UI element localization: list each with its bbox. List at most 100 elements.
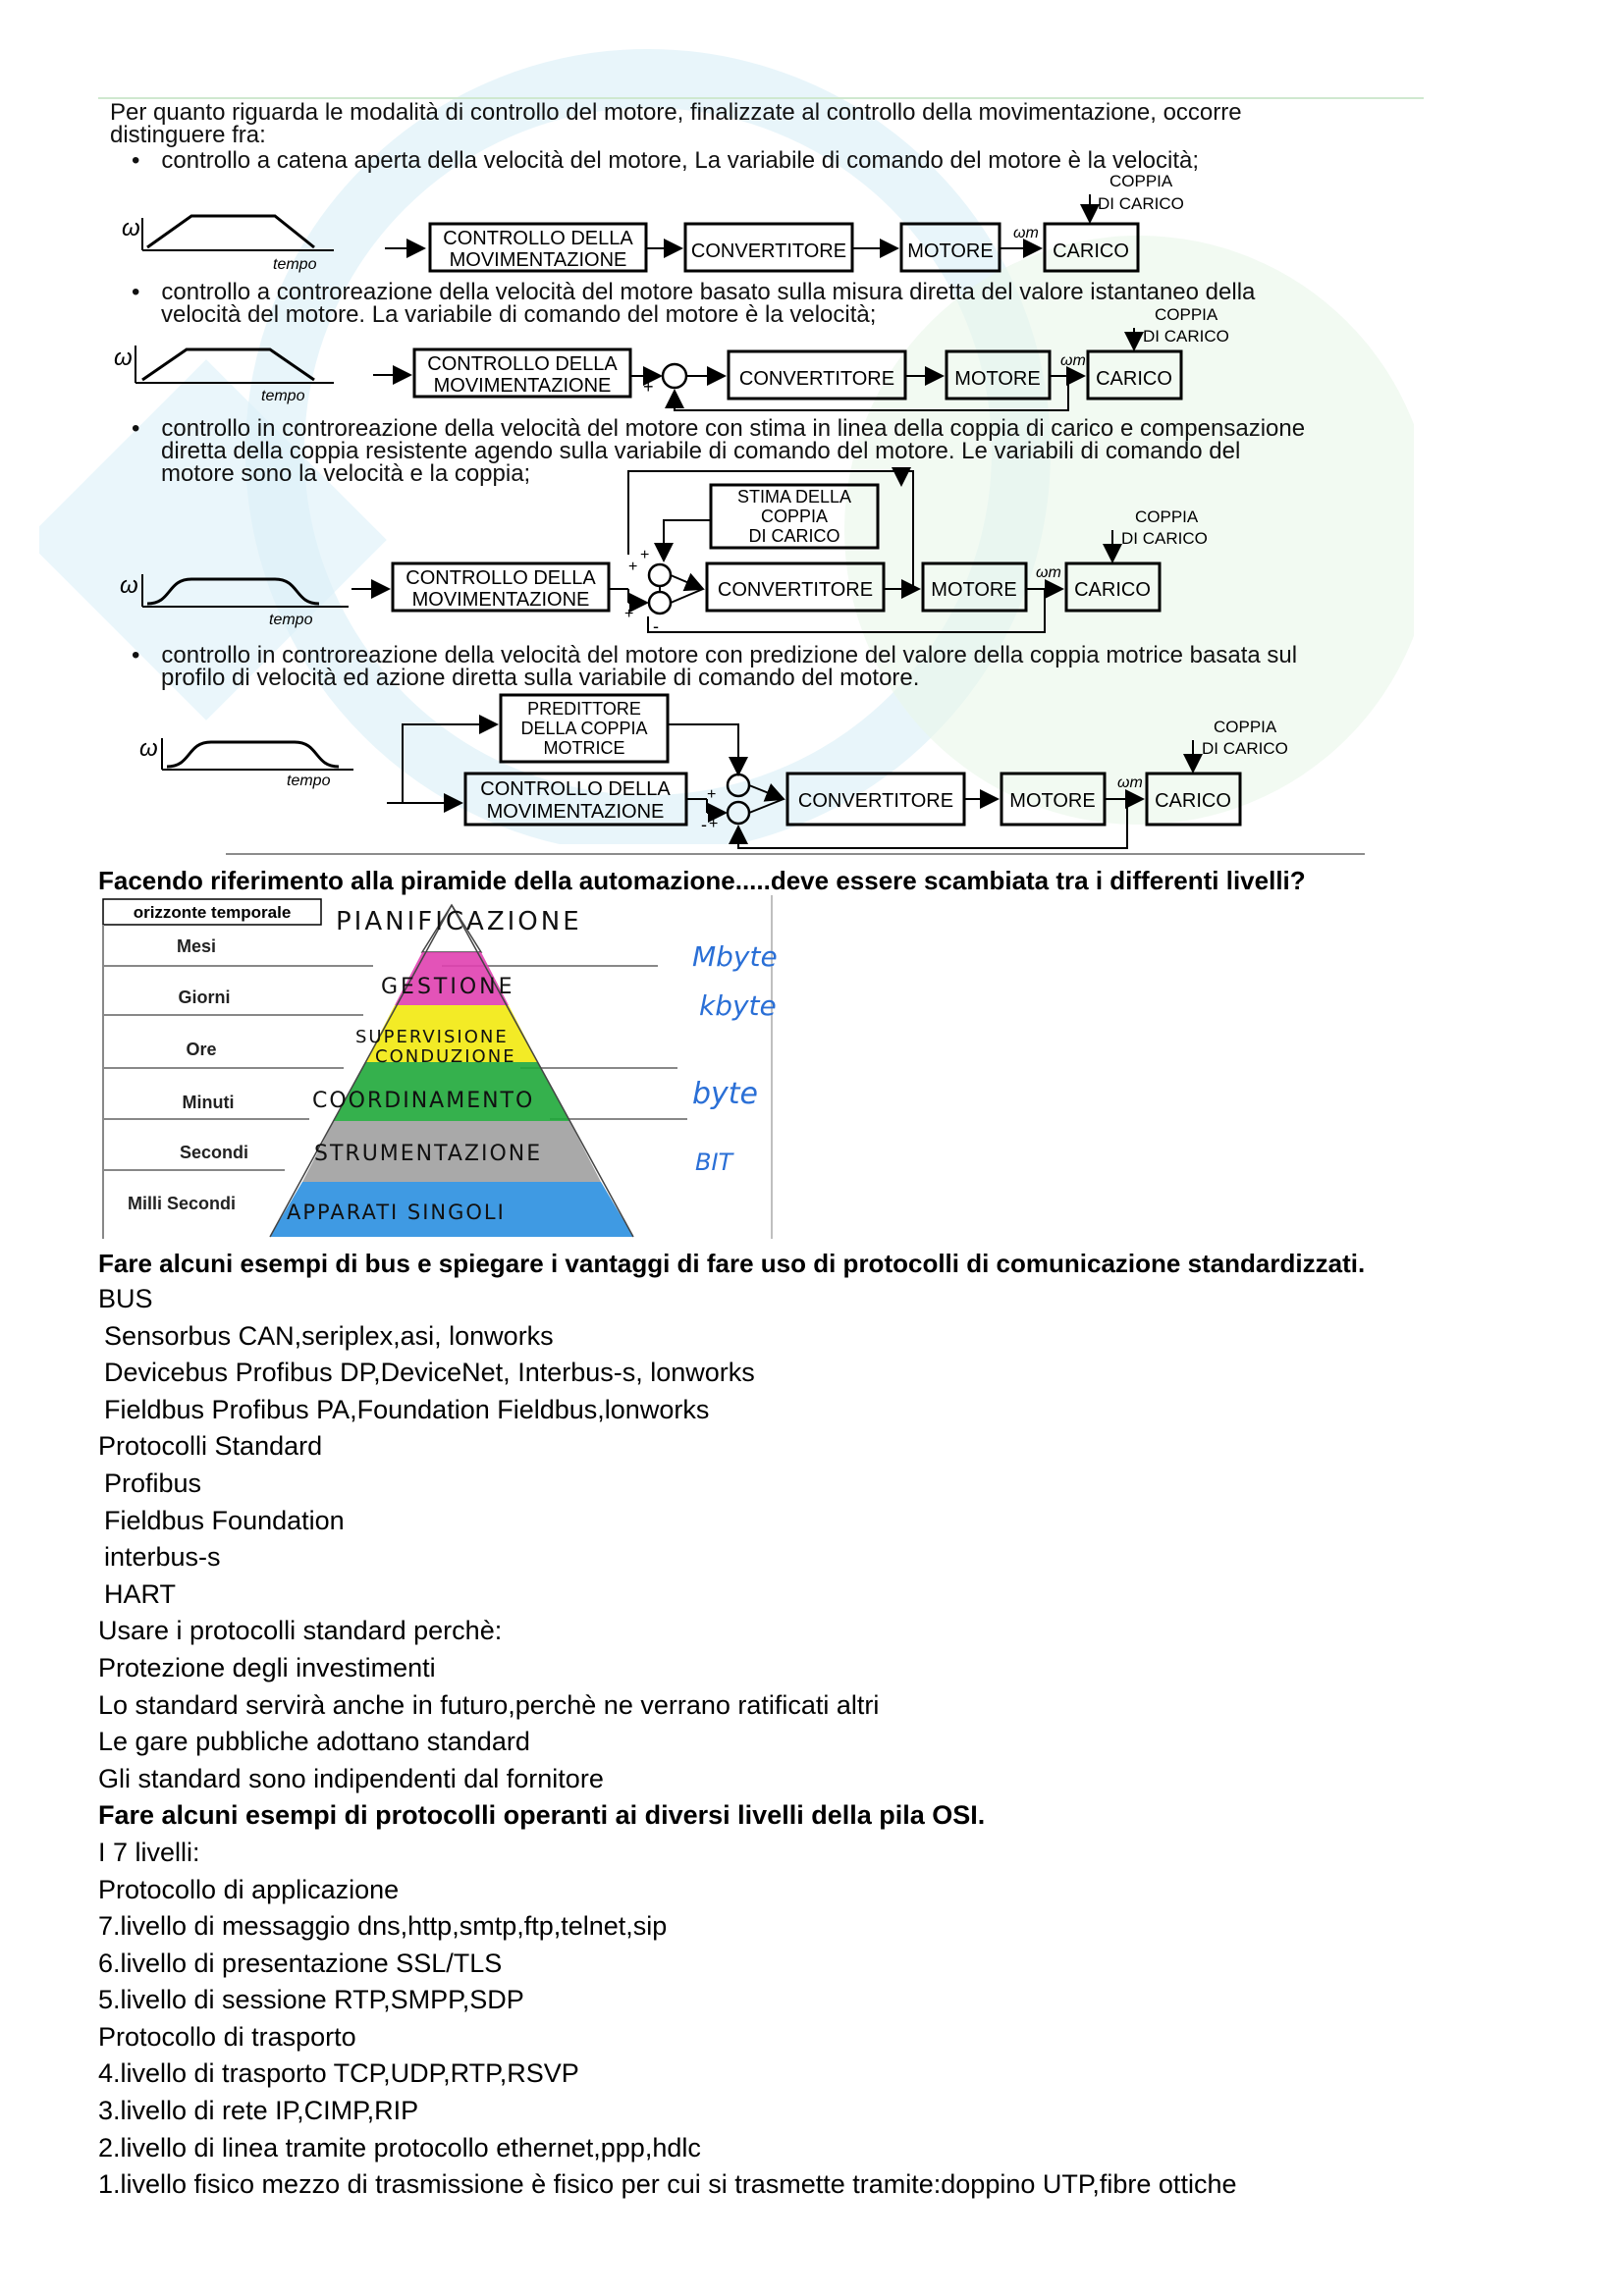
svg-text:DELLA COPPIA: DELLA COPPIA [520, 719, 647, 738]
level-strumentazione: STRUMENTAZIONE [314, 1142, 542, 1166]
unit-bit: BIT [695, 1148, 735, 1176]
osi-trasp: Protocollo di trasporto [98, 2021, 356, 2052]
svg-text:DI CARICO: DI CARICO [1202, 739, 1288, 758]
question-osi: Fare alcuni esempi di protocolli operant… [98, 1800, 986, 1831]
svg-text:-: - [701, 815, 707, 834]
osi-app: Protocollo di applicazione [98, 1874, 400, 1904]
svg-text:COPPIA: COPPIA [1109, 172, 1173, 190]
unit-kbyte: kbyte [699, 989, 777, 1022]
osi-l5: 5.livello di sessione RTP,SMPP,SDP [98, 1985, 524, 2015]
svg-text:CONVERTITORE: CONVERTITORE [798, 790, 953, 812]
svg-text:COPPIA: COPPIA [1155, 305, 1218, 324]
svg-text:CARICO: CARICO [1155, 790, 1231, 812]
svg-text:DI CARICO: DI CARICO [1121, 529, 1208, 548]
diagram-load-estimation: ω tempo CONTROLLO DELLA MOVIMENTAZIONE +… [120, 467, 1208, 636]
svg-text:MOTRICE: MOTRICE [544, 738, 625, 758]
bus-title: BUS [98, 1284, 153, 1313]
svg-text:+: + [709, 816, 718, 832]
std-title: Protocolli Standard [98, 1431, 323, 1462]
svg-text:tempo: tempo [261, 388, 305, 404]
svg-text:MOVIMENTAZIONE: MOVIMENTAZIONE [450, 249, 627, 271]
bullet-2-cont: velocità del motore. La variabile di com… [161, 301, 877, 328]
svg-text:CONVERTITORE: CONVERTITORE [691, 240, 846, 262]
osi-l7: 7.livello di messaggio dns,http,smtp,ftp… [98, 1911, 668, 1942]
bus-sensorbus: Sensorbus CAN,seriplex,asi, lonworks [104, 1320, 554, 1351]
bullet-3-cont-2: motore sono la velocità e la coppia; [161, 460, 531, 487]
unit-byte: byte [692, 1077, 758, 1111]
svg-text:MOVIMENTAZIONE: MOVIMENTAZIONE [487, 801, 665, 823]
svg-text:STIMA DELLA: STIMA DELLA [737, 487, 851, 507]
svg-text:COPPIA: COPPIA [1135, 507, 1199, 526]
svg-text:ωm: ωm [1013, 225, 1039, 241]
svg-text:COPPIA: COPPIA [761, 507, 828, 526]
svg-text:MOTORE: MOTORE [907, 240, 993, 262]
answer-body: BUS Sensorbus CAN,seriplex,asi, lonworks… [98, 1281, 1236, 2204]
bullet-2: •controllo a controreazione della veloci… [132, 279, 1256, 305]
diagram-closed-loop: ω tempo CONTROLLO DELLA MOVIMENTAZIONE +… [114, 305, 1229, 411]
svg-text:DI CARICO: DI CARICO [1098, 194, 1184, 213]
svg-text:DI CARICO: DI CARICO [748, 526, 839, 546]
bullet-4: •controllo in controreazione della veloc… [132, 642, 1298, 668]
level-apparati-singoli: APPARATI SINGOLI [287, 1201, 506, 1224]
svg-text:MOTORE: MOTORE [931, 579, 1016, 601]
svg-text:+: + [643, 377, 654, 397]
svg-text:CONTROLLO DELLA: CONTROLLO DELLA [443, 228, 633, 249]
bullet-4-cont: profilo di velocità ed azione diretta su… [161, 665, 920, 691]
osi-l4: 4.livello di trasporto TCP,UDP,RTP,RSVP [98, 2058, 579, 2089]
row-secondi: Secondi [180, 1143, 248, 1162]
bullet-3-cont-1: diretta della coppia resistente agendo s… [161, 438, 1241, 464]
svg-text:+: + [640, 547, 649, 563]
why-4: Gli standard sono indipendenti dal forni… [98, 1763, 604, 1793]
svg-text:tempo: tempo [273, 256, 317, 273]
level-coordinamento: COORDINAMENTO [312, 1089, 534, 1113]
osi-l2: 2.livello di linea tramite protocollo et… [98, 2132, 701, 2163]
svg-text:tempo: tempo [269, 612, 313, 628]
svg-text:CONTROLLO DELLA: CONTROLLO DELLA [406, 567, 596, 589]
bus-fieldbus: Fieldbus Profibus PA,Foundation Fieldbus… [104, 1394, 710, 1424]
level-supervisione: SUPERVISIONE [355, 1027, 509, 1047]
svg-text:DI CARICO: DI CARICO [1143, 327, 1229, 346]
svg-text:CONTROLLO DELLA: CONTROLLO DELLA [480, 778, 671, 800]
why-2: Lo standard servirà anche in futuro,perc… [98, 1689, 880, 1720]
svg-text:+: + [707, 786, 716, 803]
row-milli-secondi: Milli Secondi [128, 1194, 236, 1213]
bullet-3: •controllo in controreazione della veloc… [132, 415, 1306, 442]
osi-title: I 7 livelli: [98, 1837, 200, 1867]
svg-text:-: - [653, 616, 659, 636]
why-title: Usare i protocolli standard perchè: [98, 1616, 503, 1646]
row-ore: Ore [186, 1040, 216, 1059]
intro-line-2: distinguere fra: [110, 122, 266, 148]
why-3: Le gare pubbliche adottano standard [98, 1727, 530, 1757]
row-giorni: Giorni [179, 988, 231, 1007]
svg-text:+: + [628, 559, 637, 575]
svg-text:MOTORE: MOTORE [1009, 790, 1095, 812]
std-hart: HART [104, 1578, 177, 1609]
diagram-open-loop: ω tempo CONTROLLO DELLA MOVIMENTAZIONE C… [122, 172, 1184, 273]
svg-text:ω: ω [114, 345, 133, 371]
svg-text:ω: ω [122, 215, 140, 241]
svg-text:CONVERTITORE: CONVERTITORE [739, 368, 894, 390]
why-1: Protezione degli investimenti [98, 1652, 436, 1682]
unit-mbyte: Mbyte [692, 940, 778, 973]
row-mesi: Mesi [177, 936, 216, 956]
std-interbus: interbus-s [104, 1542, 221, 1573]
svg-text:ω: ω [139, 735, 158, 762]
intro-line-1: Per quanto riguarda le modalità di contr… [110, 99, 1242, 126]
svg-text:CARICO: CARICO [1053, 240, 1129, 262]
bus-devicebus: Devicebus Profibus DP,DeviceNet, Interbu… [104, 1358, 755, 1388]
svg-text:CONVERTITORE: CONVERTITORE [718, 579, 873, 601]
question-automation-pyramid: Facendo riferimento alla piramide della … [98, 866, 1306, 895]
diagram-torque-prediction: ω tempo PREDITTORE DELLA COPPIA MOTRICE … [139, 693, 1288, 849]
svg-text:CONTROLLO DELLA: CONTROLLO DELLA [427, 353, 618, 375]
svg-text:COPPIA: COPPIA [1214, 718, 1277, 736]
question-bus-examples: Fare alcuni esempi di bus e spiegare i v… [98, 1249, 1366, 1278]
svg-text:CARICO: CARICO [1074, 579, 1151, 601]
level-pianificazione: PIANIFICAZIONE [336, 907, 582, 936]
osi-l1: 1.livello fisico mezzo di trasmissione è… [98, 2169, 1237, 2200]
osi-l3: 3.livello di rete IP,CIMP,RIP [98, 2096, 419, 2126]
row-minuti: Minuti [183, 1093, 235, 1112]
level-conduzione: CONDUZIONE [375, 1046, 516, 1067]
svg-text:ωm: ωm [1036, 564, 1061, 581]
svg-text:MOTORE: MOTORE [954, 368, 1040, 390]
automation-pyramid: orizzonte temporale Mesi Giorni Ore Minu… [102, 895, 778, 1239]
